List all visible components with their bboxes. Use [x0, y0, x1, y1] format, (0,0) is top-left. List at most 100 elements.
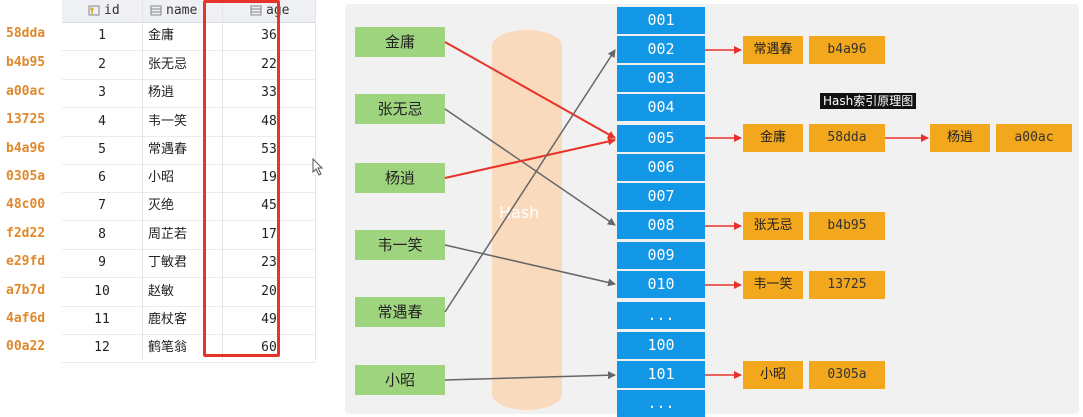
- row-hash: 4af6d: [6, 311, 46, 326]
- cell-name: 常遇春: [148, 142, 188, 157]
- key-box: 韦一笑: [355, 230, 445, 260]
- column-header-label: name: [166, 3, 198, 18]
- hash-bucket: ...: [617, 390, 705, 417]
- table-header: id name age: [62, 0, 316, 23]
- cell-id: 4: [98, 114, 106, 129]
- column-header-name[interactable]: name: [150, 0, 197, 22]
- row-hash: 58dda: [6, 26, 46, 41]
- key-box: 金庸: [355, 27, 445, 57]
- cell-name: 灭绝: [148, 198, 175, 213]
- cell-age: 49: [261, 312, 277, 327]
- key-box: 常遇春: [355, 297, 445, 327]
- entry-hash: b4a96: [809, 36, 885, 64]
- cell-age: 33: [261, 85, 277, 100]
- mouse-cursor-icon: [312, 158, 324, 176]
- entry-hash: a00ac: [996, 124, 1072, 152]
- entry-name: 金庸: [743, 124, 803, 152]
- cell-name: 鹤笔翁: [148, 340, 188, 355]
- hash-bucket: 005: [617, 125, 705, 152]
- cell-id: 3: [98, 85, 106, 100]
- key-box: 张无忌: [355, 94, 445, 124]
- hash-bucket: 006: [617, 154, 705, 181]
- cell-id: 8: [98, 227, 106, 242]
- hash-bucket: 007: [617, 183, 705, 210]
- row-hash: a00ac: [6, 84, 46, 99]
- name-column-highlight: [203, 0, 280, 357]
- cell-id: 7: [98, 198, 106, 213]
- cell-name: 丁敏君: [148, 255, 188, 270]
- column-header-label: id: [104, 3, 120, 18]
- table-row[interactable]: 6 小昭 19: [62, 164, 316, 193]
- column-header-id[interactable]: id: [88, 0, 120, 22]
- hash-bucket: 101: [617, 361, 705, 388]
- entry-hash: 0305a: [809, 361, 885, 389]
- row-hash: b4a96: [6, 141, 46, 156]
- hash-bucket: 001: [617, 7, 705, 34]
- cell-age: 19: [261, 170, 277, 185]
- table-row[interactable]: 5 常遇春 53: [62, 136, 316, 165]
- key-to-bucket-arrow: [444, 244, 616, 287]
- cell-name: 周芷若: [148, 227, 188, 242]
- cell-age: 45: [261, 198, 277, 213]
- cell-age: 23: [261, 255, 277, 270]
- row-hash: e29fd: [6, 254, 46, 269]
- cell-id: 9: [98, 255, 106, 270]
- table-row[interactable]: 8 周芷若 17: [62, 221, 316, 250]
- row-hash: a7b7d: [6, 283, 46, 298]
- cell-id: 6: [98, 170, 106, 185]
- cell-age: 36: [261, 28, 277, 43]
- table-row[interactable]: 10 赵敏 20: [62, 278, 316, 307]
- cell-name: 小昭: [148, 170, 175, 185]
- hash-bucket: 002: [617, 36, 705, 63]
- key-box: 杨逍: [355, 163, 445, 193]
- row-hash: 0305a: [6, 169, 46, 184]
- key-to-bucket-arrow: [444, 49, 616, 313]
- hash-bucket: 009: [617, 242, 705, 269]
- table-row[interactable]: 1 金庸 36: [62, 22, 316, 51]
- table-row[interactable]: 9 丁敏君 23: [62, 249, 316, 278]
- column-divider: [315, 0, 316, 360]
- row-hash: 00a22: [6, 339, 46, 354]
- cell-id: 10: [94, 284, 110, 299]
- cell-age: 17: [261, 227, 277, 242]
- cell-age: 20: [261, 284, 277, 299]
- cell-name: 张无忌: [148, 57, 188, 72]
- cell-age: 60: [261, 340, 277, 355]
- cell-id: 2: [98, 57, 106, 72]
- hash-bucket: ...: [617, 302, 705, 329]
- cell-id: 12: [94, 340, 110, 355]
- cell-name: 鹿杖客: [148, 312, 188, 327]
- table-row[interactable]: 11 鹿杖客 49: [62, 306, 316, 335]
- hash-bucket: 010: [617, 271, 705, 298]
- table-row[interactable]: 7 灭绝 45: [62, 192, 316, 221]
- key-to-bucket-arrow: [444, 108, 616, 226]
- key-to-bucket-arrow: [444, 41, 616, 139]
- cell-id: 1: [98, 28, 106, 43]
- entry-name: 韦一笑: [743, 271, 803, 299]
- row-hash: 48c00: [6, 197, 46, 212]
- column-icon: [150, 2, 162, 16]
- column-icon: [250, 2, 262, 16]
- hash-function-label: Hash: [499, 203, 540, 222]
- key-to-bucket-arrow: [444, 137, 616, 179]
- key-to-bucket-arrow: [444, 371, 616, 381]
- cell-name: 赵敏: [148, 284, 175, 299]
- entry-name: 张无忌: [743, 212, 803, 240]
- cell-name: 金庸: [148, 28, 175, 43]
- diagram-panel: [345, 4, 1079, 414]
- hash-function-band: [492, 30, 562, 410]
- row-hash: f2d22: [6, 226, 46, 241]
- cell-id: 11: [94, 312, 110, 327]
- entry-name: 杨逍: [930, 124, 990, 152]
- cell-id: 5: [98, 142, 106, 157]
- entry-name: 小昭: [743, 361, 803, 389]
- table-row[interactable]: 12 鹤笔翁 60: [62, 334, 316, 363]
- column-divider: [142, 0, 143, 360]
- cell-age: 53: [261, 142, 277, 157]
- hash-bucket: 004: [617, 94, 705, 121]
- row-hash: b4b95: [6, 55, 46, 70]
